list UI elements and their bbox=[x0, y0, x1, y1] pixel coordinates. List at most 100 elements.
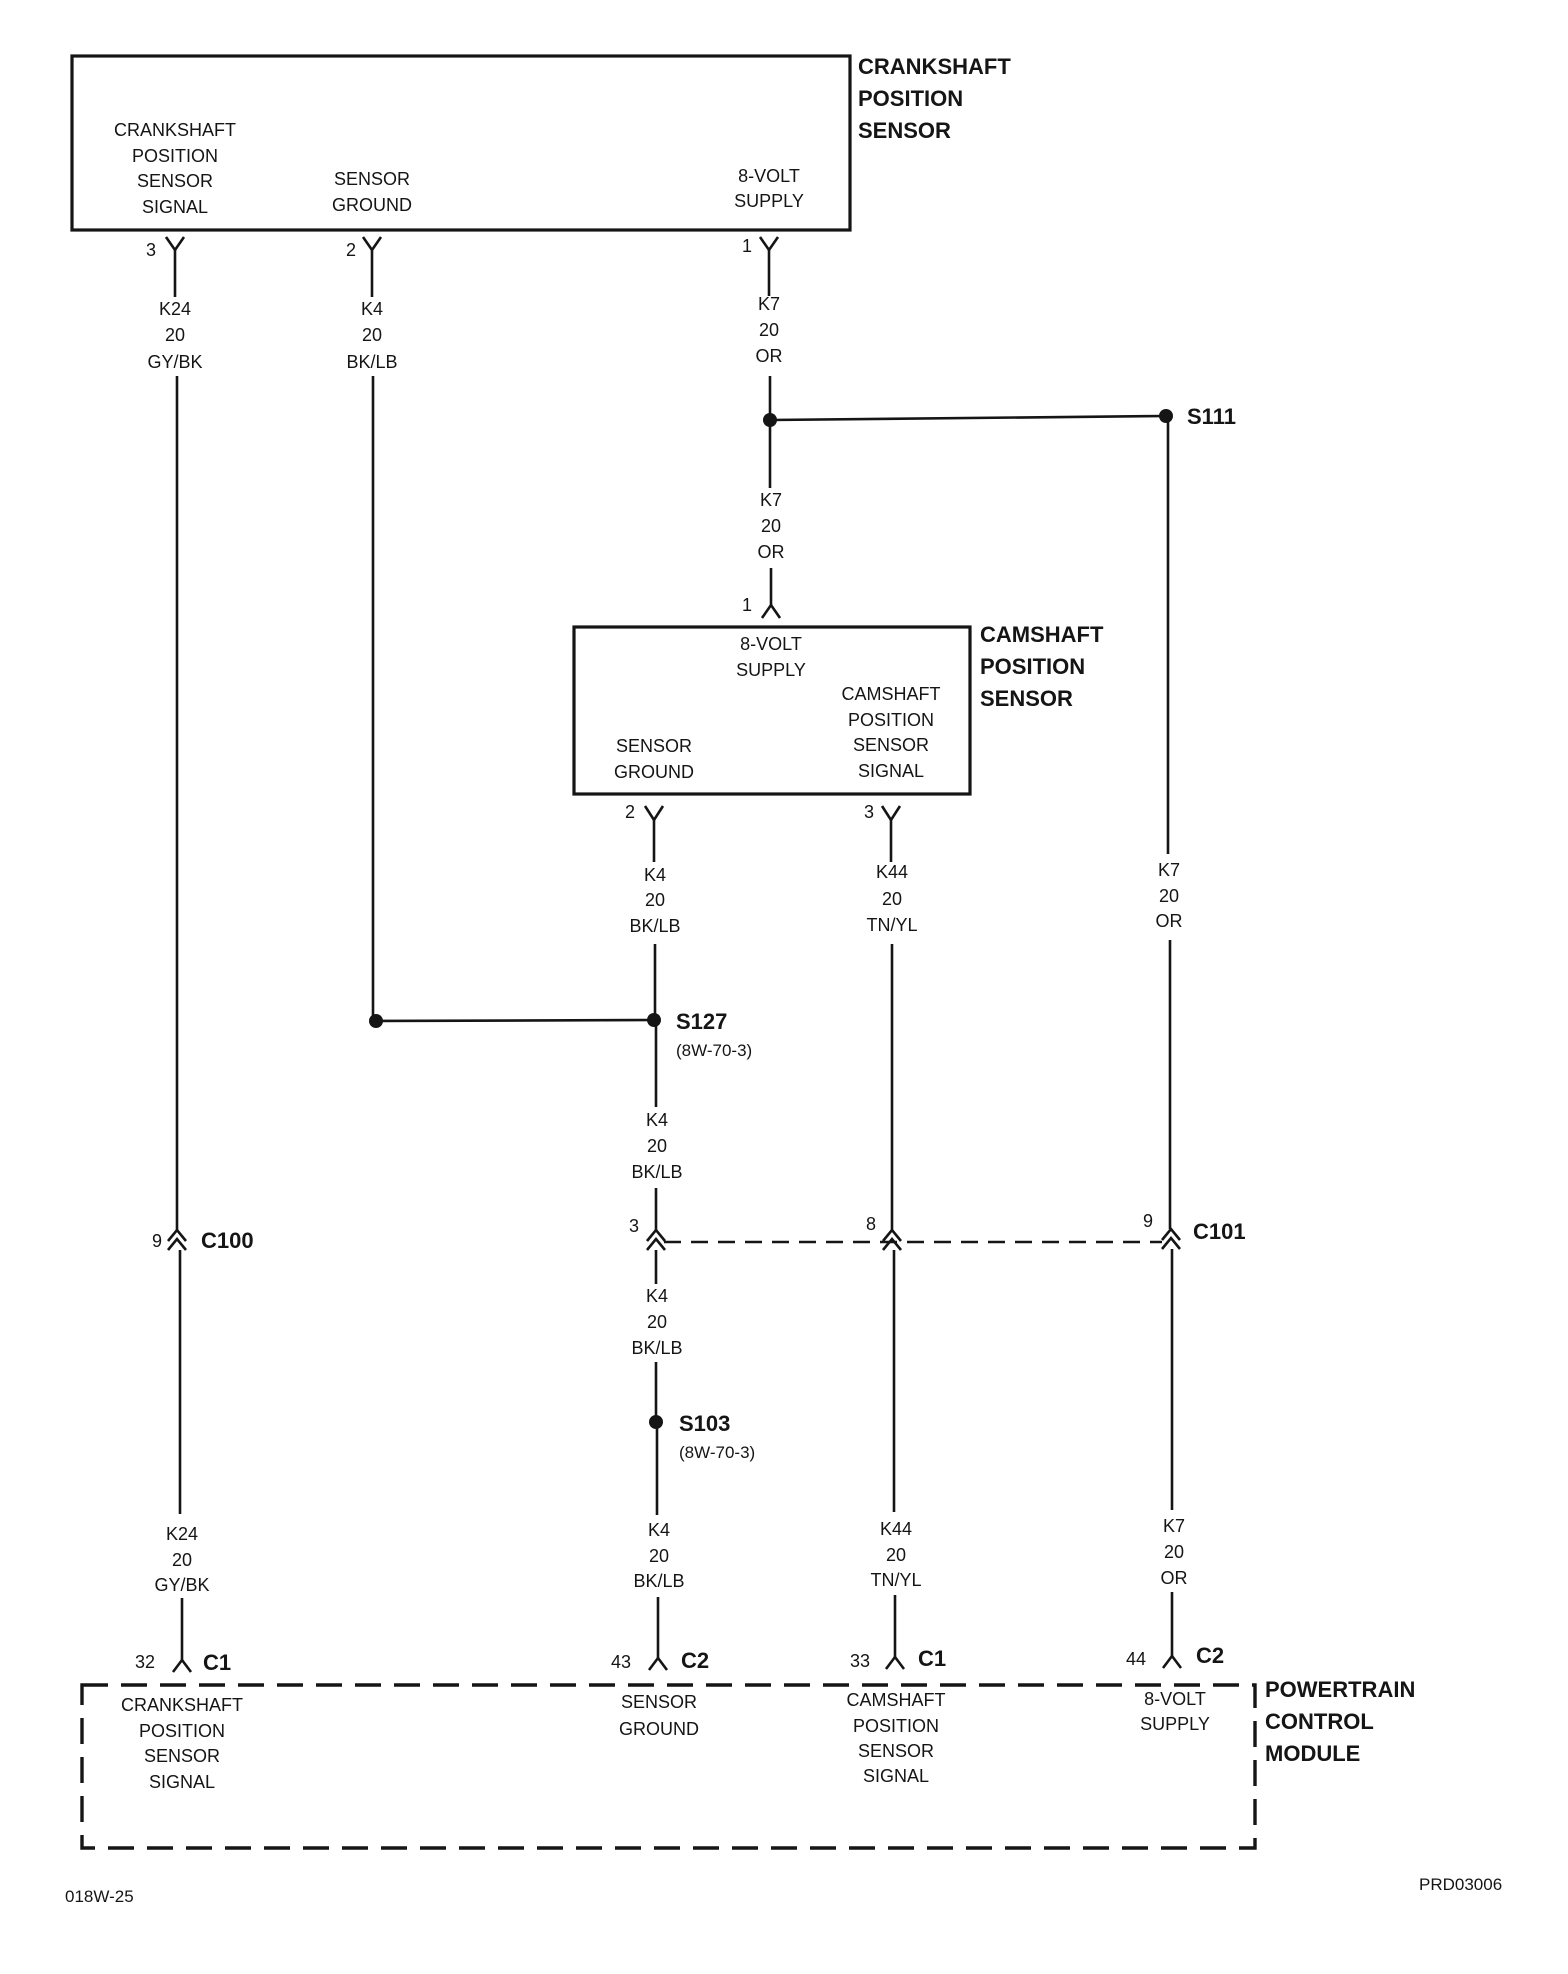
inline-connector-symbol bbox=[166, 1227, 188, 1242]
wire-k7-supply: K7 20 OR S111 K7 20 OR 1 bbox=[742, 250, 1236, 619]
cam-ground-label: GROUND bbox=[614, 762, 694, 782]
wire-circuit-label: K7 bbox=[1158, 860, 1180, 880]
wire-gauge-label: 20 bbox=[1159, 886, 1179, 906]
crank-supply-label: SUPPLY bbox=[734, 191, 804, 211]
inline-connector-symbol bbox=[1160, 1235, 1182, 1250]
crank-ground-label: GROUND bbox=[332, 195, 412, 215]
female-terminal-symbol bbox=[643, 805, 665, 823]
wire-k44-cam-signal: K44 20 TN/YL 8 K44 20 TN/YL 33 C1 bbox=[850, 820, 946, 1671]
camshaft-sensor-title: SENSOR bbox=[980, 686, 1073, 711]
splice-s103-label: S103 bbox=[679, 1411, 730, 1436]
pcm-crank-signal-label: POSITION bbox=[139, 1721, 225, 1741]
wire-color-label: OR bbox=[1161, 1568, 1188, 1588]
camshaft-sensor-title: CAMSHAFT bbox=[980, 622, 1104, 647]
c101-pin: 8 bbox=[866, 1214, 876, 1234]
crank-signal-label: SIGNAL bbox=[142, 197, 208, 217]
wire-k7-supply-branch: K7 20 OR 9 C101 K7 20 OR 44 C2 bbox=[1126, 416, 1246, 1669]
female-terminal-symbol bbox=[758, 236, 780, 253]
wire-gauge-label: 20 bbox=[882, 889, 902, 909]
pcm-terminal-symbol bbox=[647, 1655, 669, 1671]
crankshaft-sensor-title: CRANKSHAFT bbox=[858, 54, 1011, 79]
camshaft-position-sensor: CAMSHAFT POSITION SENSOR 8-VOLT SUPPLY C… bbox=[572, 622, 1104, 823]
pcm-supply-label: SUPPLY bbox=[1140, 1714, 1210, 1734]
pcm-sensor-ground-label: GROUND bbox=[619, 1719, 699, 1739]
wire-segment bbox=[375, 1018, 655, 1023]
crank-pin-ground: 2 bbox=[346, 240, 356, 260]
cam-signal-label: SIGNAL bbox=[858, 761, 924, 781]
wire-circuit-label: K4 bbox=[646, 1286, 668, 1306]
wire-circuit-label: K44 bbox=[876, 862, 908, 882]
crankshaft-sensor-box bbox=[70, 54, 852, 232]
wire-gauge-label: 20 bbox=[1164, 1542, 1184, 1562]
wire-k4-sensor-ground: K4 20 BK/LB S127 (8W-70-3) K4 20 BK/LB 3… bbox=[611, 820, 755, 1673]
wire-color-label: OR bbox=[758, 542, 785, 562]
wire-circuit-label: K24 bbox=[159, 299, 191, 319]
wire-color-label: BK/LB bbox=[633, 1571, 684, 1591]
female-terminal-symbol bbox=[361, 236, 383, 253]
pcm-terminal-symbol bbox=[884, 1654, 906, 1670]
c100-label: C100 bbox=[201, 1228, 254, 1253]
wire-gauge-label: 20 bbox=[761, 516, 781, 536]
wire-gauge-label: 20 bbox=[886, 1545, 906, 1565]
pcm-cam-signal-label: SIGNAL bbox=[863, 1766, 929, 1786]
wire-color-label: OR bbox=[756, 346, 783, 366]
cam-supply-label: SUPPLY bbox=[736, 660, 806, 680]
pcm-terminal-symbol bbox=[1161, 1653, 1183, 1669]
crank-signal-label: CRANKSHAFT bbox=[114, 120, 236, 140]
inline-connector-symbol bbox=[881, 1227, 903, 1242]
cam-pin-ground: 2 bbox=[625, 802, 635, 822]
wire-gauge-label: 20 bbox=[647, 1312, 667, 1332]
pcm-pin-supply: 44 bbox=[1126, 1649, 1146, 1669]
c101-pin: 9 bbox=[1143, 1211, 1153, 1231]
female-terminal-symbol bbox=[880, 805, 902, 823]
pcm-connector-c1: C1 bbox=[203, 1650, 231, 1675]
pcm-pin-sensor-ground: 43 bbox=[611, 1652, 631, 1672]
pcm-title: MODULE bbox=[1265, 1741, 1360, 1766]
wire-color-label: BK/LB bbox=[629, 916, 680, 936]
crank-signal-label: POSITION bbox=[132, 146, 218, 166]
wire-k24-crank-signal: K24 20 GY/BK 9 C100 K24 20 GY/BK 32 C1 bbox=[135, 250, 254, 1675]
splice-s127-label: S127 bbox=[676, 1009, 727, 1034]
female-terminal-symbol bbox=[164, 236, 186, 253]
wire-color-label: BK/LB bbox=[631, 1338, 682, 1358]
pcm-pin-crank-signal: 32 bbox=[135, 1652, 155, 1672]
wire-circuit-label: K7 bbox=[758, 294, 780, 314]
splice-s111-label: S111 bbox=[1187, 404, 1236, 429]
footer-right-code: PRD03006 bbox=[1419, 1875, 1502, 1894]
splice-s111-dot bbox=[1159, 409, 1173, 423]
crankshaft-sensor-title: SENSOR bbox=[858, 118, 951, 143]
crank-ground-label: SENSOR bbox=[334, 169, 410, 189]
powertrain-control-module: POWERTRAIN CONTROL MODULE CRANKSHAFT POS… bbox=[80, 1677, 1415, 1850]
c101-label: C101 bbox=[1193, 1219, 1246, 1244]
camshaft-sensor-box bbox=[572, 625, 972, 796]
wire-color-label: BK/LB bbox=[346, 352, 397, 372]
crank-pin-signal: 3 bbox=[146, 240, 156, 260]
wire-gauge-label: 20 bbox=[649, 1546, 669, 1566]
wire-color-label: GY/BK bbox=[147, 352, 202, 372]
pcm-sensor-ground-label: SENSOR bbox=[621, 1692, 697, 1712]
wire-gauge-label: 20 bbox=[165, 325, 185, 345]
crank-pin-supply: 1 bbox=[742, 236, 752, 256]
pcm-cam-signal-label: CAMSHAFT bbox=[847, 1690, 946, 1710]
c101-pin: 3 bbox=[629, 1216, 639, 1236]
crank-supply-label: 8-VOLT bbox=[738, 166, 800, 186]
pcm-connector-c2: C2 bbox=[1196, 1643, 1224, 1668]
pcm-crank-signal-label: SENSOR bbox=[144, 1746, 220, 1766]
male-terminal-symbol bbox=[760, 602, 782, 619]
wire-color-label: BK/LB bbox=[631, 1162, 682, 1182]
pcm-cam-signal-label: SENSOR bbox=[858, 1741, 934, 1761]
inline-connector-symbol bbox=[1160, 1226, 1182, 1241]
pcm-cam-signal-label: POSITION bbox=[853, 1716, 939, 1736]
cam-pin-supply: 1 bbox=[742, 595, 752, 615]
crankshaft-position-sensor: CRANKSHAFT POSITION SENSOR CRANKSHAFT PO… bbox=[70, 54, 1011, 260]
footer-left-code: 018W-25 bbox=[65, 1887, 134, 1906]
pcm-supply-label: 8-VOLT bbox=[1144, 1689, 1206, 1709]
wire-circuit-label: K7 bbox=[760, 490, 782, 510]
wire-color-label: TN/YL bbox=[866, 915, 917, 935]
c100-pin: 9 bbox=[152, 1231, 162, 1251]
wire-color-label: OR bbox=[1156, 911, 1183, 931]
pcm-box bbox=[80, 1683, 1257, 1850]
wire-circuit-label: K4 bbox=[361, 299, 383, 319]
crankshaft-sensor-title: POSITION bbox=[858, 86, 963, 111]
